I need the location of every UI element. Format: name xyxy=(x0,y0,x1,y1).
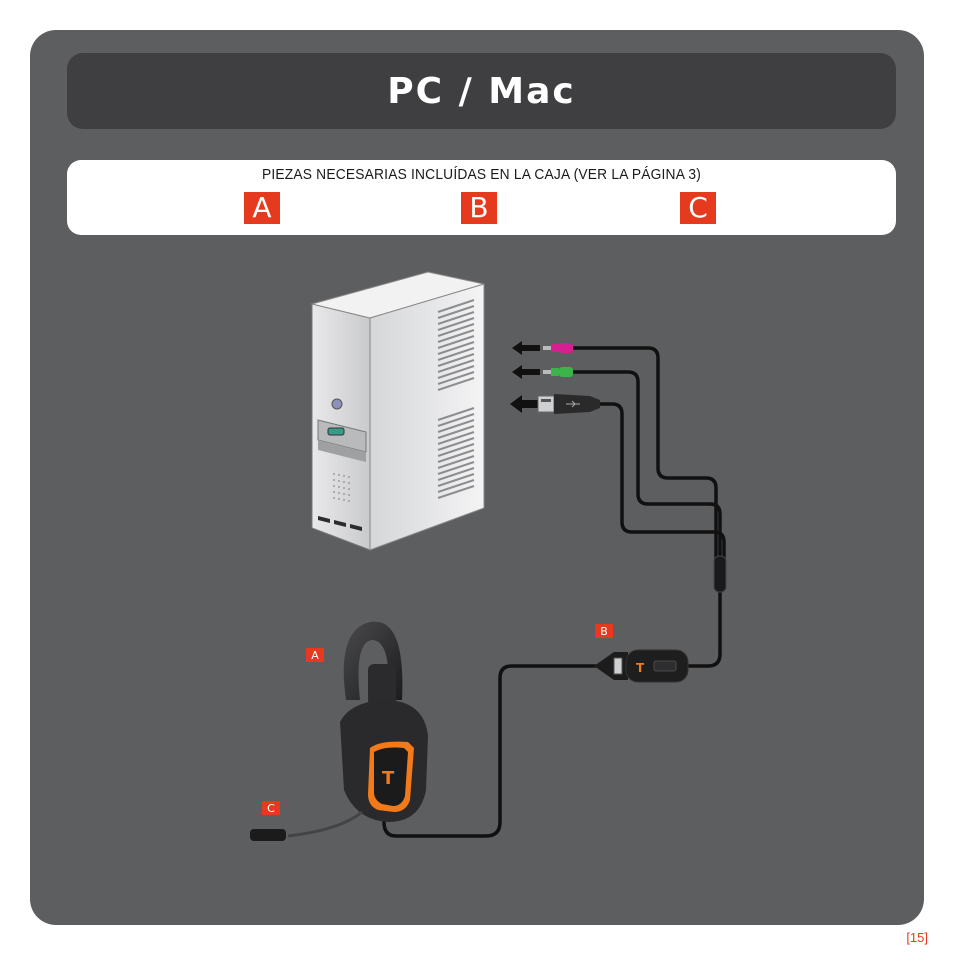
control-unit-label: B xyxy=(595,624,613,638)
headphone-plug-icon xyxy=(543,367,573,377)
part-badge-c: C xyxy=(680,192,716,224)
cable xyxy=(382,346,726,838)
required-parts-text: PIEZAS NECESARIAS INCLUÍDAS EN LA CAJA (… xyxy=(261,166,702,183)
pc-tower-icon xyxy=(310,271,485,551)
mic-label: C xyxy=(262,801,280,815)
arrow-icon xyxy=(510,341,540,413)
required-parts-box: PIEZAS NECESARIAS INCLUÍDAS EN LA CAJA (… xyxy=(67,160,896,235)
headset-label: A xyxy=(306,648,324,662)
svg-text:T: T xyxy=(636,661,645,675)
usb-plug-icon xyxy=(537,394,600,414)
part-badge-b: B xyxy=(461,192,497,224)
part-badge-a: A xyxy=(244,192,280,224)
page-title: PC / Mac xyxy=(387,70,576,112)
microphone-icon xyxy=(250,810,363,841)
mic-plug-icon xyxy=(543,343,573,353)
control-unit-icon: T xyxy=(594,649,689,683)
headset-icon: T xyxy=(340,621,428,822)
svg-text:T: T xyxy=(382,768,395,789)
title-bar: PC / Mac xyxy=(67,53,896,129)
cable-splitter xyxy=(713,555,727,593)
page-number: [15] xyxy=(906,930,928,945)
